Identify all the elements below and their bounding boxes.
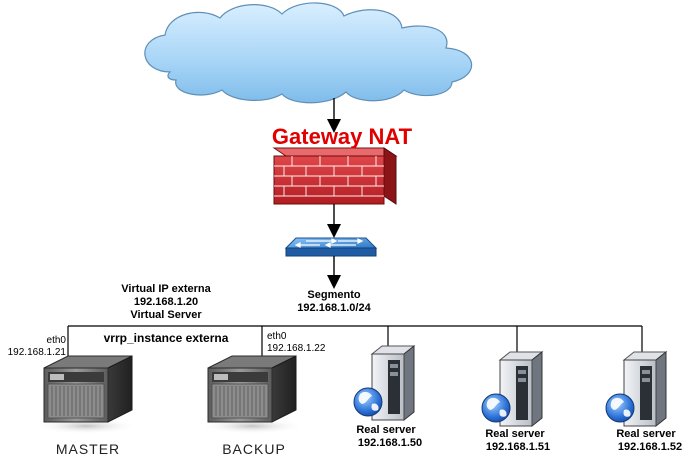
master-server-icon bbox=[34, 355, 138, 434]
real-server-3-ip: 192.168.1.52 bbox=[617, 441, 683, 453]
virtual-ip-address: 192.168.1.20 bbox=[133, 296, 199, 308]
master-ip: 192.168.1.21 bbox=[7, 347, 66, 358]
gateway-title: Gateway NAT bbox=[271, 124, 413, 149]
real-server-2-ip: 192.168.1.51 bbox=[485, 441, 551, 453]
real-server-3-label: Real server bbox=[616, 428, 676, 440]
backup-iface: eth0 bbox=[267, 331, 287, 342]
real-server-1-label: Real server bbox=[356, 424, 416, 436]
firewall-icon bbox=[272, 147, 398, 205]
switch-icon bbox=[284, 237, 378, 257]
backup-ip: 192.168.1.22 bbox=[267, 343, 326, 354]
real-server-1-icon bbox=[353, 344, 416, 422]
real-server-3-icon bbox=[605, 350, 668, 428]
virtual-server-label: Virtual Server bbox=[130, 309, 202, 321]
segment-network: 192.168.1.0/24 bbox=[297, 302, 371, 314]
vrrp-instance-label: vrrp_instance externa bbox=[103, 331, 229, 345]
real-server-2-icon bbox=[481, 350, 544, 428]
real-server-1-ip: 192.168.1.50 bbox=[357, 437, 423, 449]
master-name: MASTER bbox=[55, 441, 121, 457]
segment-name: Segmento bbox=[307, 289, 361, 301]
real-server-2-label: Real server bbox=[485, 428, 545, 440]
backup-server-icon bbox=[200, 355, 304, 434]
backup-name: BACKUP bbox=[222, 441, 286, 457]
internet-cloud-icon bbox=[144, 2, 473, 104]
master-iface: eth0 bbox=[46, 335, 66, 346]
virtual-ip-title: Virtual IP externa bbox=[121, 283, 211, 295]
